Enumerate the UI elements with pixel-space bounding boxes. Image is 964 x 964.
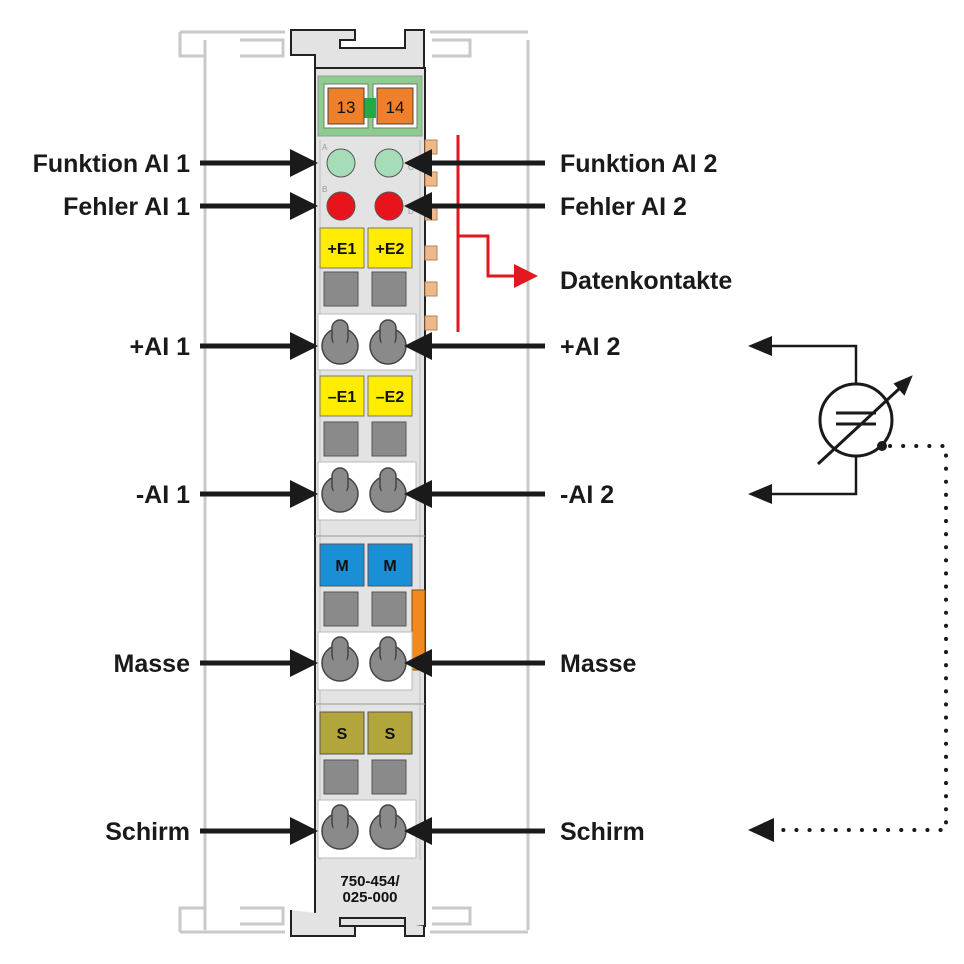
rail-outline [178, 30, 530, 934]
model-number-line2: 025-000 [342, 889, 397, 906]
led-function-ai1 [326, 148, 356, 178]
right-arrowheads [404, 149, 432, 845]
led-error-ai2 [374, 191, 404, 221]
clamp-minus-ai1 [321, 467, 359, 513]
tag-s-2: S [385, 726, 396, 743]
model-number-line1: 750-454/ [340, 873, 400, 890]
pin-13 [327, 87, 365, 125]
label-schirm-left: Schirm [105, 818, 190, 846]
label-minus-ai2: -AI 2 [560, 481, 614, 509]
pin-14 [376, 87, 414, 125]
label-funktion-ai1: Funktion AI 1 [33, 150, 190, 178]
label-fehler-ai1: Fehler AI 1 [63, 193, 190, 221]
label-minus-ai1: -AI 1 [136, 481, 190, 509]
tag-s-1: S [337, 726, 348, 743]
data-contacts-arrow [514, 264, 538, 288]
clamp-plus-ai2 [369, 319, 407, 365]
pin-14-label: 14 [386, 98, 405, 117]
pin-13-label: 13 [337, 98, 356, 117]
clamp-plus-ai1 [321, 319, 359, 365]
clamp-schirm-2 [369, 804, 407, 850]
led-letter-d: D [408, 207, 414, 216]
clamp-schirm-1 [321, 804, 359, 850]
tag-plus-e1: +E1 [328, 241, 357, 258]
data-contacts-indicator [456, 135, 518, 332]
clamp-minus-ai2 [369, 467, 407, 513]
clamp-masse-2 [369, 636, 407, 682]
led-function-ai2 [374, 148, 404, 178]
label-datenkontakte: Datenkontakte [560, 267, 732, 295]
label-fehler-ai2: Fehler AI 2 [560, 193, 687, 221]
tag-plus-e2: +E2 [376, 241, 405, 258]
label-funktion-ai2: Funktion AI 2 [560, 150, 717, 178]
led-letter-c: C [408, 163, 414, 172]
right-arrows [420, 160, 545, 834]
shield-dotted-line [776, 444, 948, 832]
terminal-module: 13 14 A C B D +E1 +E2 [290, 29, 438, 937]
sensor-symbol [748, 336, 913, 504]
label-masse-left: Masse [114, 650, 191, 678]
left-arrowheads [290, 149, 318, 845]
tag-minus-e1: –E1 [328, 389, 357, 406]
led-letter-b: B [322, 185, 327, 194]
tag-m-1: M [335, 558, 348, 575]
led-error-ai1 [326, 191, 356, 221]
label-plus-ai1: +AI 1 [130, 333, 191, 361]
led-letter-a: A [322, 143, 328, 152]
label-masse-right: Masse [560, 650, 637, 678]
label-plus-ai2: +AI 2 [560, 333, 620, 361]
tag-m-2: M [383, 558, 396, 575]
shield-arrowhead [748, 818, 774, 842]
label-schirm-right: Schirm [560, 818, 645, 846]
tag-minus-e2: –E2 [376, 389, 405, 406]
clamp-masse-1 [321, 636, 359, 682]
